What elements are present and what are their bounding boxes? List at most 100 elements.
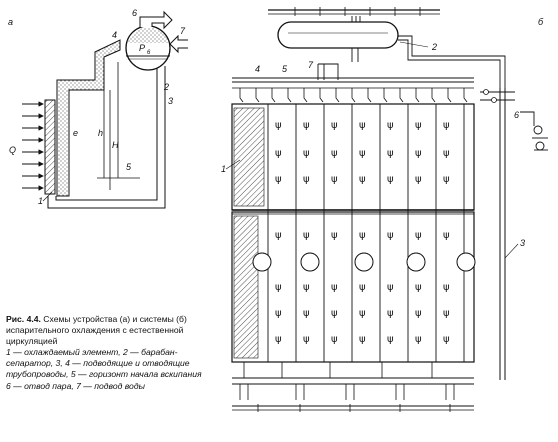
- caption-title: Схемы устройства (а) и системы (б) испар…: [6, 314, 187, 347]
- svg-text:ψ: ψ: [387, 282, 394, 293]
- svg-text:ψ: ψ: [331, 308, 338, 319]
- svg-text:ψ: ψ: [303, 148, 310, 159]
- label-a-4: 4: [112, 30, 117, 40]
- panel-label-b: б: [538, 17, 544, 27]
- svg-text:ψ: ψ: [359, 334, 366, 345]
- wall-openings: [252, 252, 476, 272]
- vertical-tubes: [267, 104, 465, 362]
- svg-text:ψ: ψ: [415, 308, 422, 319]
- caption-legend: 1 — охлаждаемый элемент, 2 — барабан-сеп…: [6, 347, 202, 391]
- label-a-6: 6: [132, 8, 137, 18]
- figure-caption: Рис. 4.4. Схемы устройства (а) и системы…: [6, 314, 206, 392]
- svg-text:ψ: ψ: [443, 334, 450, 345]
- svg-text:ψ: ψ: [359, 120, 366, 131]
- top-header-ticks: [294, 7, 421, 16]
- svg-text:ψ: ψ: [331, 230, 338, 241]
- diagram-b: б 2 7 4 5: [221, 7, 548, 412]
- svg-text:ψ: ψ: [331, 148, 338, 159]
- svg-text:ψ: ψ: [275, 282, 282, 293]
- level-lines: [97, 62, 140, 190]
- svg-text:ψ: ψ: [359, 282, 366, 293]
- label-b-1: 1: [221, 164, 226, 174]
- svg-text:ψ: ψ: [331, 120, 338, 131]
- label-b-3: 3: [520, 238, 525, 248]
- cooled-wall-upper: [231, 103, 475, 211]
- svg-text:ψ: ψ: [443, 282, 450, 293]
- steam-valve-b: [520, 111, 548, 151]
- svg-text:ψ: ψ: [415, 334, 422, 345]
- svg-text:ψ: ψ: [275, 308, 282, 319]
- svg-text:ψ: ψ: [359, 148, 366, 159]
- label-h-small: h: [98, 128, 103, 138]
- svg-text:ψ: ψ: [443, 148, 450, 159]
- svg-text:ψ: ψ: [443, 230, 450, 241]
- label-e: е: [73, 128, 78, 138]
- svg-text:ψ: ψ: [387, 308, 394, 319]
- svg-text:ψ: ψ: [415, 148, 422, 159]
- svg-text:ψ: ψ: [331, 334, 338, 345]
- svg-text:ψ: ψ: [443, 174, 450, 185]
- svg-text:ψ: ψ: [359, 230, 366, 241]
- svg-text:ψ: ψ: [415, 282, 422, 293]
- downcomer-pipe: [47, 66, 166, 209]
- label-a-3: 3: [168, 96, 173, 106]
- upper-branch-hooks: [239, 88, 468, 103]
- lower-branches: [239, 362, 455, 400]
- caption-fig-label: Рис. 4.4.: [6, 314, 41, 324]
- label-b-4: 4: [255, 64, 260, 74]
- svg-text:ψ: ψ: [443, 308, 450, 319]
- label-p-sub: 6: [147, 50, 151, 56]
- svg-text:ψ: ψ: [275, 120, 282, 131]
- label-h-big: H: [112, 140, 119, 150]
- svg-text:ψ: ψ: [387, 230, 394, 241]
- svg-text:ψ: ψ: [303, 120, 310, 131]
- riser-channel: [56, 39, 121, 197]
- label-a-1: 1: [38, 196, 43, 206]
- cooled-element: [44, 99, 56, 195]
- svg-text:ψ: ψ: [275, 230, 282, 241]
- label-a-5: 5: [126, 162, 132, 172]
- svg-text:ψ: ψ: [303, 230, 310, 241]
- svg-text:ψ: ψ: [387, 148, 394, 159]
- panel-label-a: а: [8, 17, 13, 27]
- bottom-ticks: [257, 404, 451, 412]
- drum-steam-zone: [127, 27, 169, 43]
- svg-text:ψ: ψ: [303, 334, 310, 345]
- heat-flux-arrows: [22, 101, 44, 191]
- svg-text:ψ: ψ: [275, 148, 282, 159]
- label-b-7: 7: [308, 60, 314, 70]
- svg-text:ψ: ψ: [303, 174, 310, 185]
- svg-text:ψ: ψ: [443, 120, 450, 131]
- svg-text:ψ: ψ: [387, 120, 394, 131]
- drum-risers: [351, 16, 506, 88]
- label-p: P: [139, 43, 145, 53]
- svg-text:ψ: ψ: [387, 334, 394, 345]
- cooled-wall-lower: [231, 211, 475, 363]
- svg-text:ψ: ψ: [415, 120, 422, 131]
- label-a-2: 2: [163, 82, 169, 92]
- svg-text:ψ: ψ: [303, 308, 310, 319]
- water-inlet-b: [317, 63, 339, 80]
- svg-text:ψ: ψ: [331, 174, 338, 185]
- drum-separator-b: [277, 21, 399, 49]
- svg-text:ψ: ψ: [415, 230, 422, 241]
- label-q: Q: [9, 145, 16, 155]
- svg-text:ψ: ψ: [415, 174, 422, 185]
- steam-outlet: [139, 10, 173, 30]
- svg-text:ψ: ψ: [303, 282, 310, 293]
- label-b-5: 5: [282, 64, 288, 74]
- svg-text:ψ: ψ: [359, 308, 366, 319]
- svg-text:ψ: ψ: [387, 174, 394, 185]
- water-inlet: [169, 34, 188, 54]
- label-a-7: 7: [180, 26, 186, 36]
- svg-text:ψ: ψ: [331, 282, 338, 293]
- svg-text:ψ: ψ: [359, 174, 366, 185]
- svg-text:ψ: ψ: [275, 334, 282, 345]
- label-b-6: 6: [514, 110, 519, 120]
- svg-text:ψ: ψ: [275, 174, 282, 185]
- downcomer-b: [480, 88, 515, 380]
- diagram-a: а Q 6 7: [8, 8, 188, 209]
- label-b-2: 2: [431, 42, 437, 52]
